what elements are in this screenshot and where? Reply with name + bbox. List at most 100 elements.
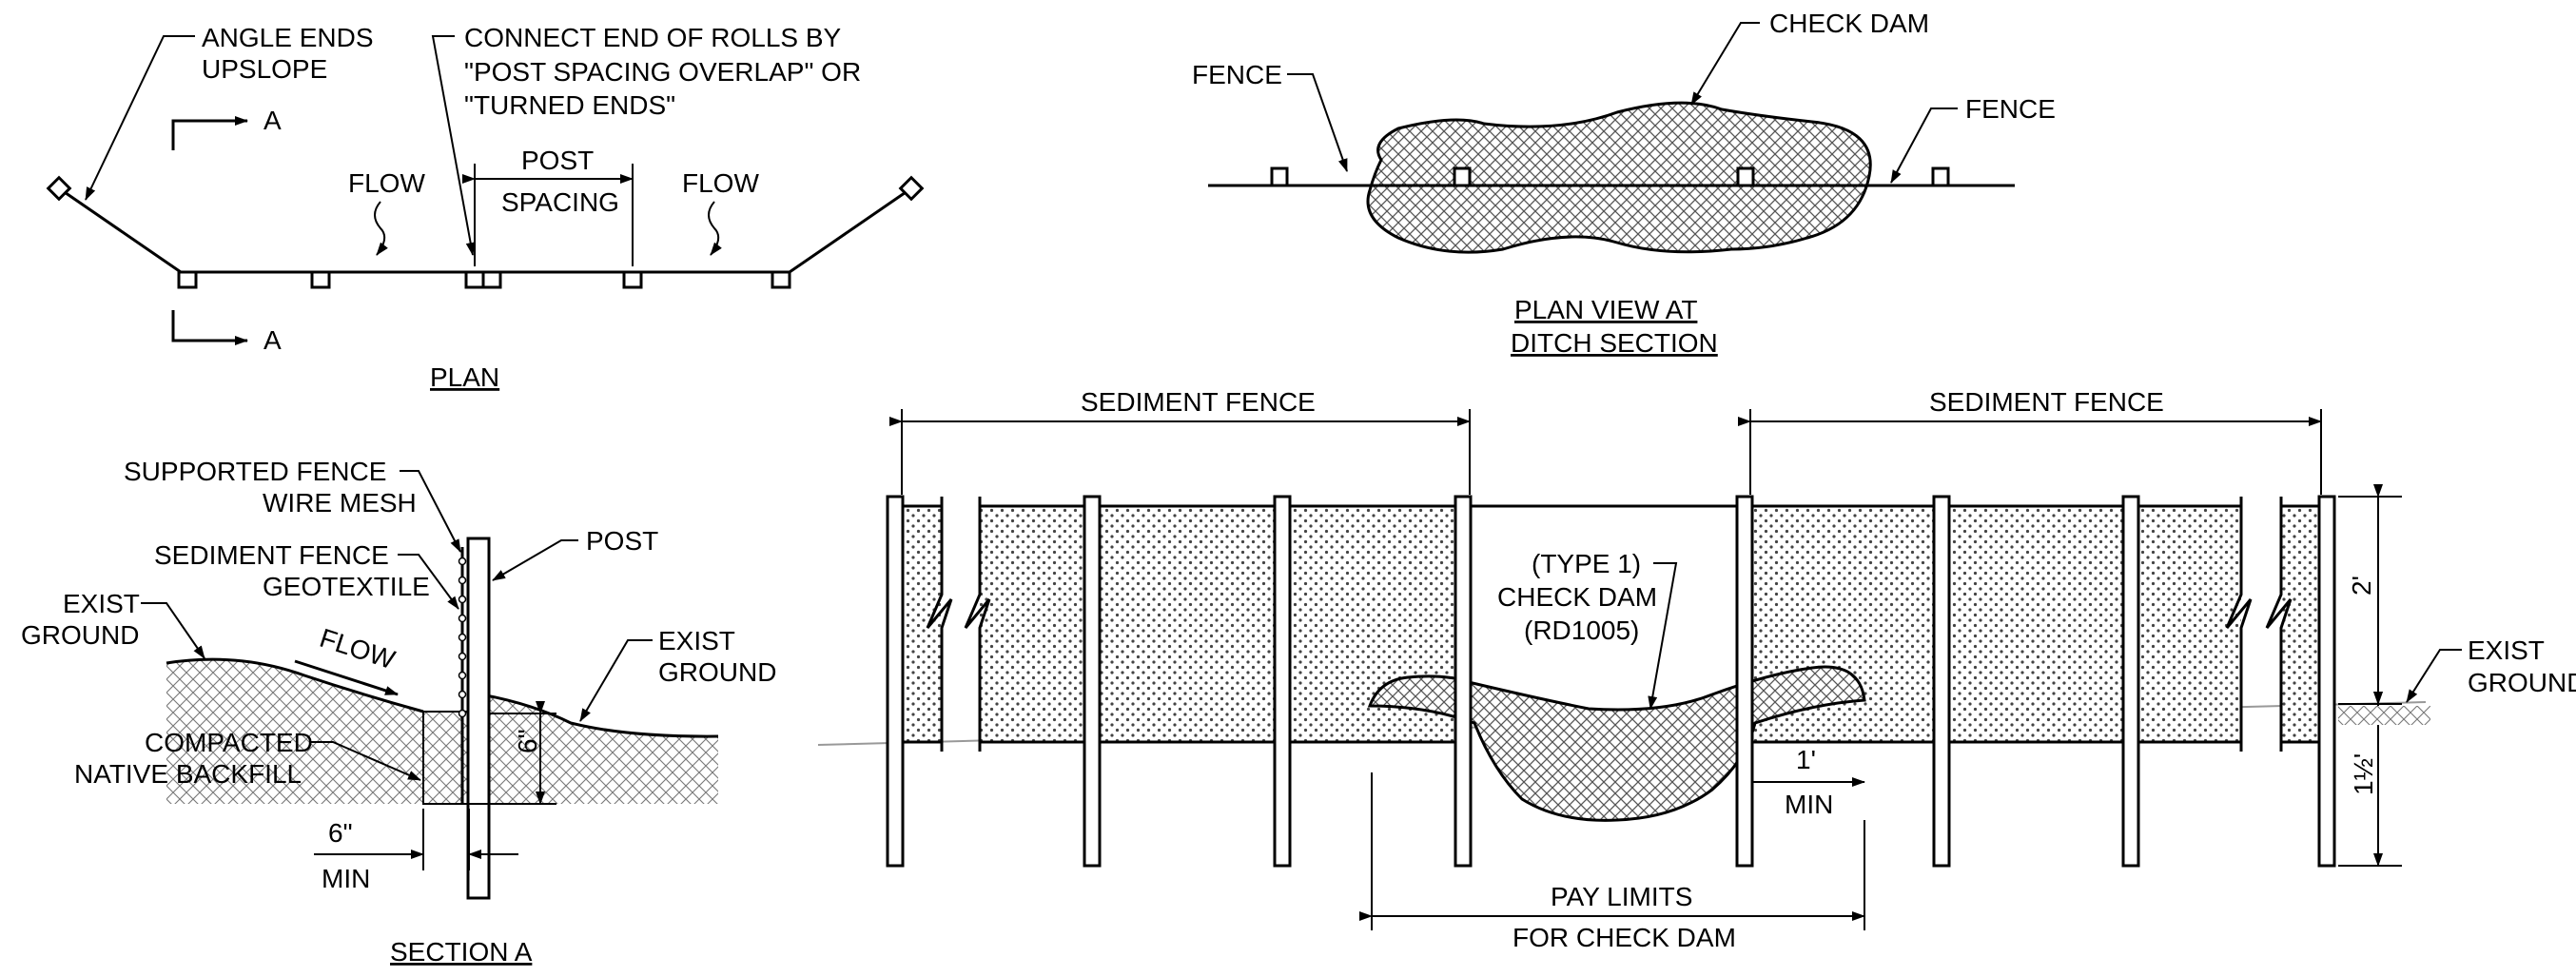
post-spacing-label-spacing: SPACING xyxy=(501,187,619,217)
plan-view: ANGLE ENDS UPSLOPE CONNECT END OF ROLLS … xyxy=(46,23,925,392)
label-exist-right-2: GROUND xyxy=(2468,668,2576,697)
elevation-post xyxy=(1454,495,1473,868)
plan-note-connect-1: CONNECT END OF ROLLS BY xyxy=(464,23,842,52)
ditch-label-fence-left: FENCE xyxy=(1192,60,1282,89)
label-type-1: (TYPE 1) xyxy=(1532,549,1641,578)
plan-title: PLAN xyxy=(430,362,499,392)
label-geotextile: GEOTEXTILE xyxy=(263,572,430,601)
break-line-left-b xyxy=(964,497,991,752)
leader-geotextile xyxy=(398,554,459,610)
elevation-post xyxy=(1273,495,1292,868)
label-flow: FLOW xyxy=(316,623,399,675)
elevation-post xyxy=(2317,495,2336,868)
label-exist-ground-right-1: EXIST xyxy=(658,626,735,655)
plan-note-connect-3: "TURNED ENDS" xyxy=(464,90,675,120)
fabric-panel xyxy=(2281,506,2321,742)
dim-1ft-label: 1' xyxy=(1796,745,1816,774)
check-dam-plan-shape xyxy=(1366,101,1872,254)
ditch-plan-post xyxy=(1453,166,1472,187)
section-a-title: SECTION A xyxy=(390,937,533,967)
plan-ditch-view: CHECK DAM FENCE FENCE PLAN VIEW AT DITCH… xyxy=(1192,9,2056,358)
label-supported-fence: SUPPORTED FENCE xyxy=(124,457,386,486)
plan-end-post-left xyxy=(46,175,72,202)
leader-angle-ends xyxy=(85,35,195,201)
ditch-title-line-2: DITCH SECTION xyxy=(1511,328,1718,358)
plan-flow-left-label: FLOW xyxy=(348,168,425,198)
label-for-check-dam: FOR CHECK DAM xyxy=(1512,923,1736,952)
plan-post xyxy=(481,270,502,289)
plan-flow-right-label: FLOW xyxy=(682,168,759,198)
width-dim-min: MIN xyxy=(322,864,370,893)
section-mark-top-label: A xyxy=(263,106,282,135)
elevation-post xyxy=(1735,495,1754,868)
leader-post xyxy=(492,539,578,581)
plan-note-angle-ends: ANGLE ENDS xyxy=(202,23,374,52)
break-line-right-a xyxy=(2225,497,2253,752)
label-pay-limits: PAY LIMITS xyxy=(1551,882,1692,911)
flow-arrow-right xyxy=(708,201,722,256)
section-a-ground-right-line xyxy=(480,693,719,738)
elevation-ground-right xyxy=(2338,706,2430,725)
section-mark-bottom xyxy=(171,310,248,345)
leader-check-dam xyxy=(1648,562,1678,710)
leader-connect xyxy=(431,35,476,256)
dim-1half-label: 1½' xyxy=(2349,753,2378,795)
elevation-post xyxy=(2121,495,2140,868)
break-line-left-a xyxy=(926,497,953,752)
flow-arrow-section xyxy=(294,659,399,696)
leader-wire-mesh xyxy=(400,470,461,553)
label-exist-ground-left-1: EXIST xyxy=(63,589,140,618)
leader-ditch-fence-right xyxy=(1890,107,1958,184)
label-rd1005: (RD1005) xyxy=(1524,616,1639,645)
ditch-title-line-1: PLAN VIEW AT xyxy=(1514,295,1697,324)
width-dim-label: 6" xyxy=(328,818,353,848)
section-mark-bottom-label: A xyxy=(263,325,282,355)
dim-1ft-min: MIN xyxy=(1785,790,1833,819)
section-mark-top xyxy=(171,116,248,150)
plan-note-connect-2: "POST SPACING OVERLAP" OR xyxy=(464,57,861,87)
leader-ditch-fence-left xyxy=(1287,73,1348,172)
section-a: SUPPORTED FENCE WIRE MESH SEDIMENT FENCE… xyxy=(21,457,776,967)
leader-backfill xyxy=(310,741,421,781)
label-wire-mesh: WIRE MESH xyxy=(263,488,417,518)
leader-exist-left xyxy=(141,602,205,659)
leader-exist-elev xyxy=(2406,649,2462,703)
leader-ditch-check-dam xyxy=(1690,22,1760,106)
elevation-post xyxy=(1932,495,1951,868)
plan-fence-line xyxy=(58,186,912,274)
plan-end-post-right xyxy=(898,175,925,202)
label-compacted: COMPACTED xyxy=(145,728,313,757)
ditch-plan-post xyxy=(1270,166,1289,187)
section-a-ground-left xyxy=(166,659,423,804)
ditch-plan-post xyxy=(1931,166,1950,187)
label-post: POST xyxy=(586,526,658,556)
label-check-dam: CHECK DAM xyxy=(1497,582,1657,612)
ditch-label-check-dam: CHECK DAM xyxy=(1769,9,1929,38)
label-sediment-fence-right: SEDIMENT FENCE xyxy=(1929,387,2164,417)
plan-post xyxy=(771,270,791,289)
elevation-post xyxy=(1083,495,1102,868)
label-exist-ground-right-2: GROUND xyxy=(658,657,776,687)
elevation-view: SEDIMENT FENCE SEDIMENT FENCE (TYPE 1) C… xyxy=(817,387,2576,952)
leader-exist-right xyxy=(579,639,653,722)
plan-post xyxy=(464,270,485,289)
plan-note-upslope: UPSLOPE xyxy=(202,54,327,84)
section-a-post xyxy=(466,537,491,900)
ditch-plan-post xyxy=(1736,166,1755,187)
flow-arrow-left xyxy=(374,201,388,256)
label-exist-ground-left-2: GROUND xyxy=(21,620,139,650)
section-a-ground-left-line xyxy=(166,657,424,713)
plan-post xyxy=(310,270,331,289)
dim-2ft-label: 2' xyxy=(2347,576,2376,596)
plan-post xyxy=(177,270,198,289)
label-sediment-fence: SEDIMENT FENCE xyxy=(154,540,389,570)
fabric-panel xyxy=(902,506,942,742)
label-native-backfill: NATIVE BACKFILL xyxy=(74,759,302,789)
plan-post xyxy=(622,270,643,289)
depth-dim-label: 6" xyxy=(513,729,542,753)
ditch-label-fence-right: FENCE xyxy=(1965,94,2056,124)
wire-mesh-dots xyxy=(458,557,467,718)
label-exist-right-1: EXIST xyxy=(2468,635,2545,665)
break-line-right-b xyxy=(2265,497,2293,752)
